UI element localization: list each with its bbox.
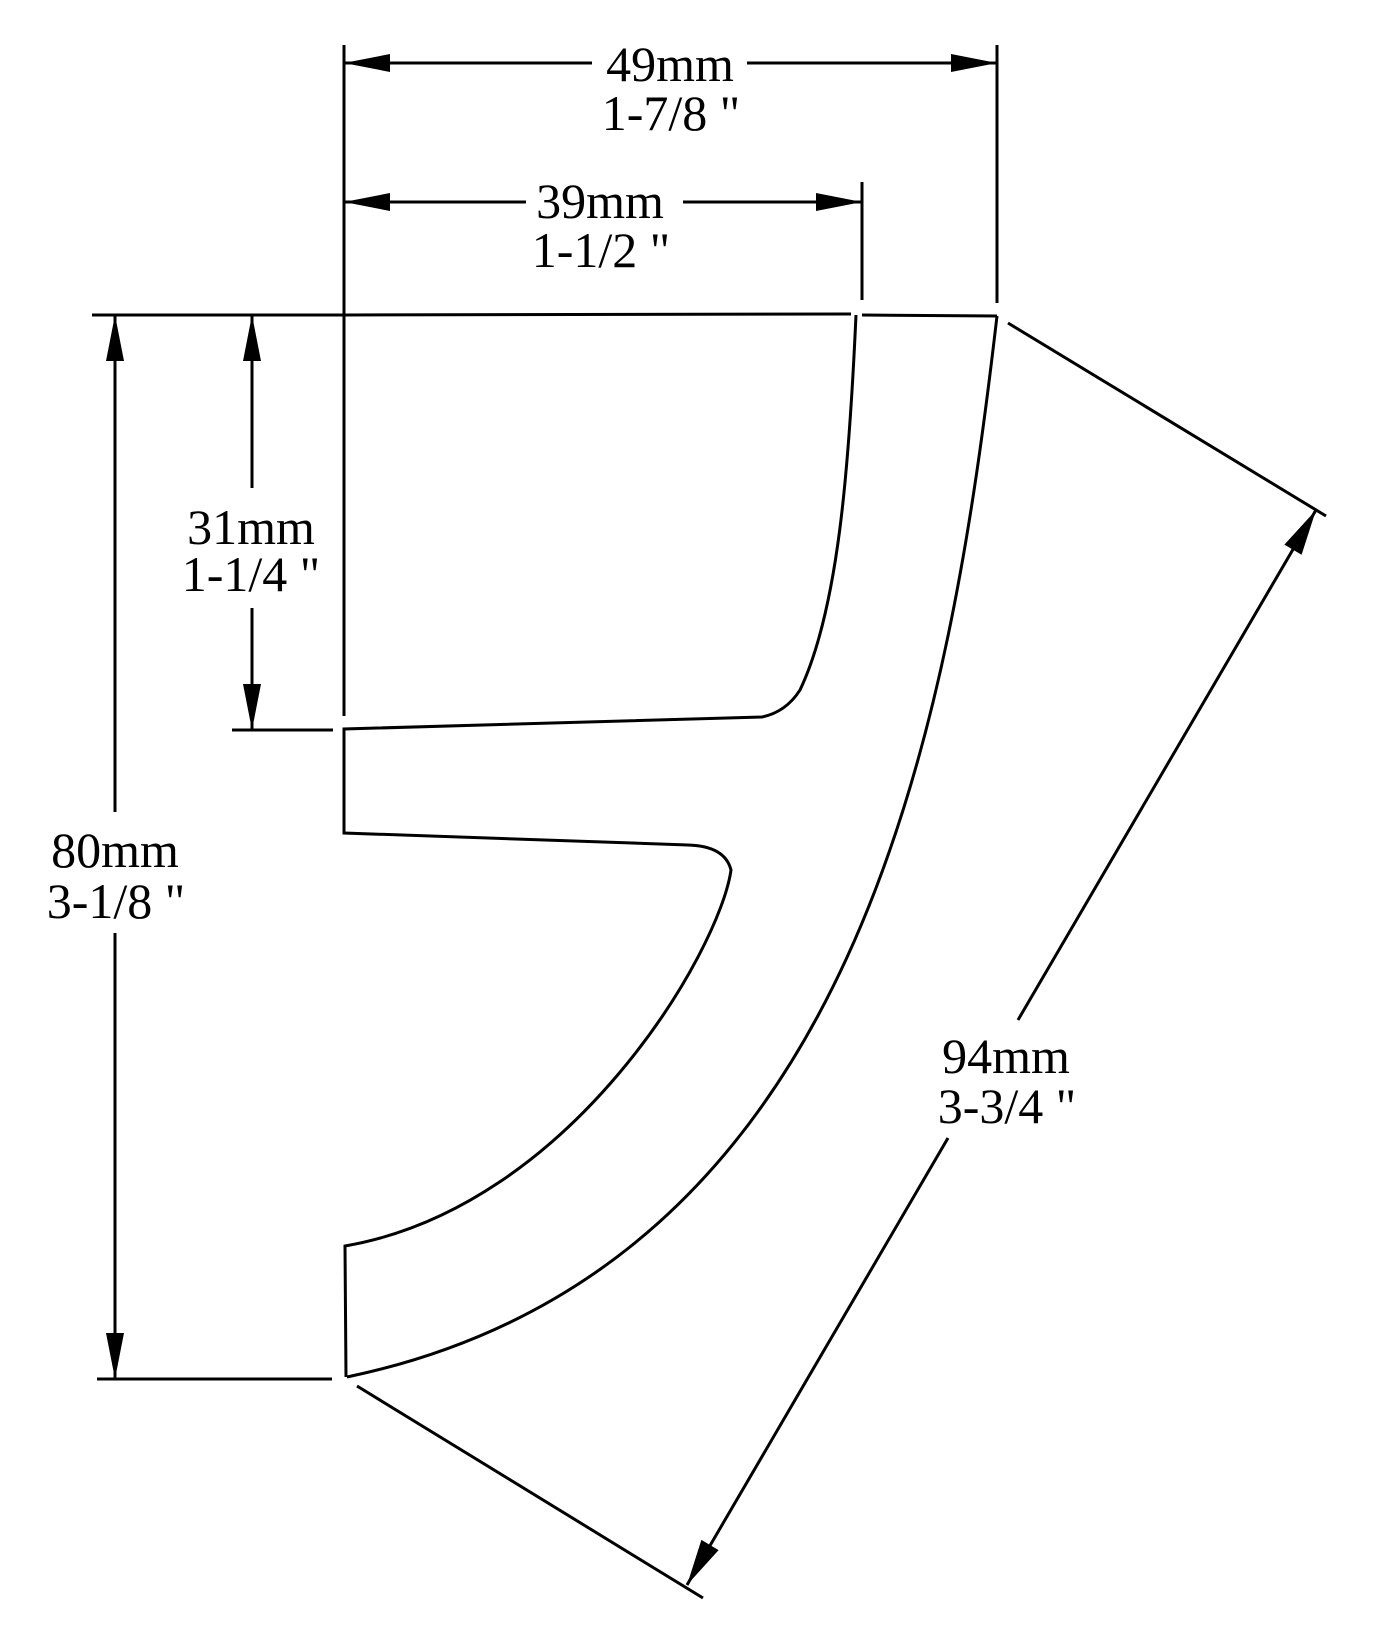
dimension-lines [113, 61, 1318, 1586]
label-31mm-metric: 31mm [187, 499, 315, 555]
dim-line-94mm-bottom [685, 1137, 950, 1586]
arrowhead-94mm-bottom [687, 1539, 719, 1585]
label-80mm-metric: 80mm [51, 822, 179, 878]
label-39mm-metric: 39mm [536, 173, 664, 229]
profile-top-face-right [861, 313, 998, 318]
profile-inner-contour [342, 314, 858, 1378]
label-94mm-metric: 94mm [942, 1028, 1070, 1084]
extension-lines [92, 45, 1327, 1600]
label-49mm-imperial: 1-7/8 " [602, 85, 740, 141]
profile-top-face-left [343, 312, 852, 317]
molding-profile [342, 312, 999, 1379]
dim-line-94mm-top [1016, 509, 1318, 1021]
arrowhead-39mm-right [816, 193, 862, 211]
label-31mm-imperial: 1-1/4 " [182, 546, 320, 602]
profile-outer-curve [346, 315, 999, 1379]
label-80mm-imperial: 3-1/8 " [47, 873, 185, 929]
label-49mm-metric: 49mm [606, 36, 734, 92]
arrowheads [106, 54, 1316, 1585]
label-39mm-imperial: 1-1/2 " [532, 222, 670, 278]
arrowhead-31mm-top [243, 315, 261, 361]
extension-line-94mm-top [1007, 321, 1327, 518]
label-94mm-imperial: 3-3/4 " [938, 1078, 1076, 1134]
arrowhead-80mm-top [106, 315, 124, 361]
arrowhead-49mm-left [344, 54, 390, 72]
arrowhead-39mm-left [344, 193, 390, 211]
extension-line-94mm-bottom [356, 1384, 704, 1600]
dimension-labels: 49mm 1-7/8 " 39mm 1-1/2 " 31mm 1-1/4 " 8… [47, 36, 1076, 1134]
arrowhead-80mm-bottom [106, 1333, 124, 1379]
arrowhead-31mm-bottom [243, 684, 261, 730]
arrowhead-49mm-right [951, 54, 997, 72]
arrowhead-94mm-top [1284, 510, 1316, 555]
